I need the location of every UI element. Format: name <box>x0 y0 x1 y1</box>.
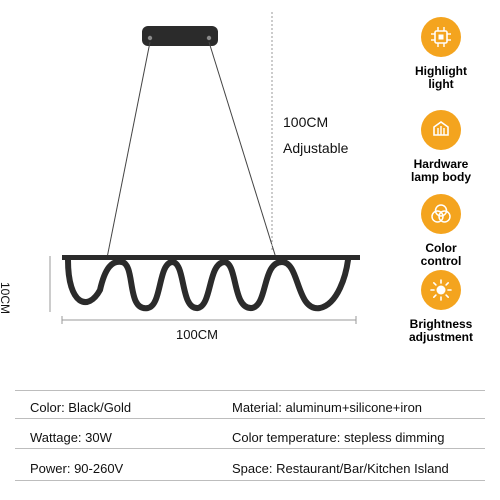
lamp-body-icon <box>421 110 461 150</box>
spec-color-temperature: Color temperature: stepless dimming <box>232 430 445 445</box>
width-dimension-label: 100CM <box>176 327 218 342</box>
ceiling-canopy <box>142 26 218 46</box>
spec-color: Color: Black/Gold <box>30 400 132 415</box>
height-dimension-label: 100CM <box>283 114 329 130</box>
spec-divider <box>15 418 485 419</box>
spec-material: Material: aluminum+silicone+iron <box>232 400 423 415</box>
brightness-icon <box>421 270 461 310</box>
spec-wattage: Wattage: 30W <box>30 430 112 445</box>
suspension-wire-left <box>106 41 151 259</box>
spec-space: Space: Restaurant/Bar/Kitchen Island <box>232 461 449 476</box>
spec-divider <box>15 480 485 481</box>
color-circles-icon <box>421 194 461 234</box>
chip-icon <box>421 17 461 57</box>
spec-power: Power: 90-260V <box>30 461 124 476</box>
suspension-wire-right <box>208 41 277 259</box>
spec-divider <box>15 448 485 449</box>
lamp-top-bar <box>62 255 360 260</box>
spec-divider <box>15 390 485 391</box>
side-dimension-label: 10CM <box>0 282 12 315</box>
height-adjustable-note: Adjustable <box>283 140 349 156</box>
lamp-illustration <box>49 12 360 324</box>
lamp-wave-body <box>65 257 351 312</box>
